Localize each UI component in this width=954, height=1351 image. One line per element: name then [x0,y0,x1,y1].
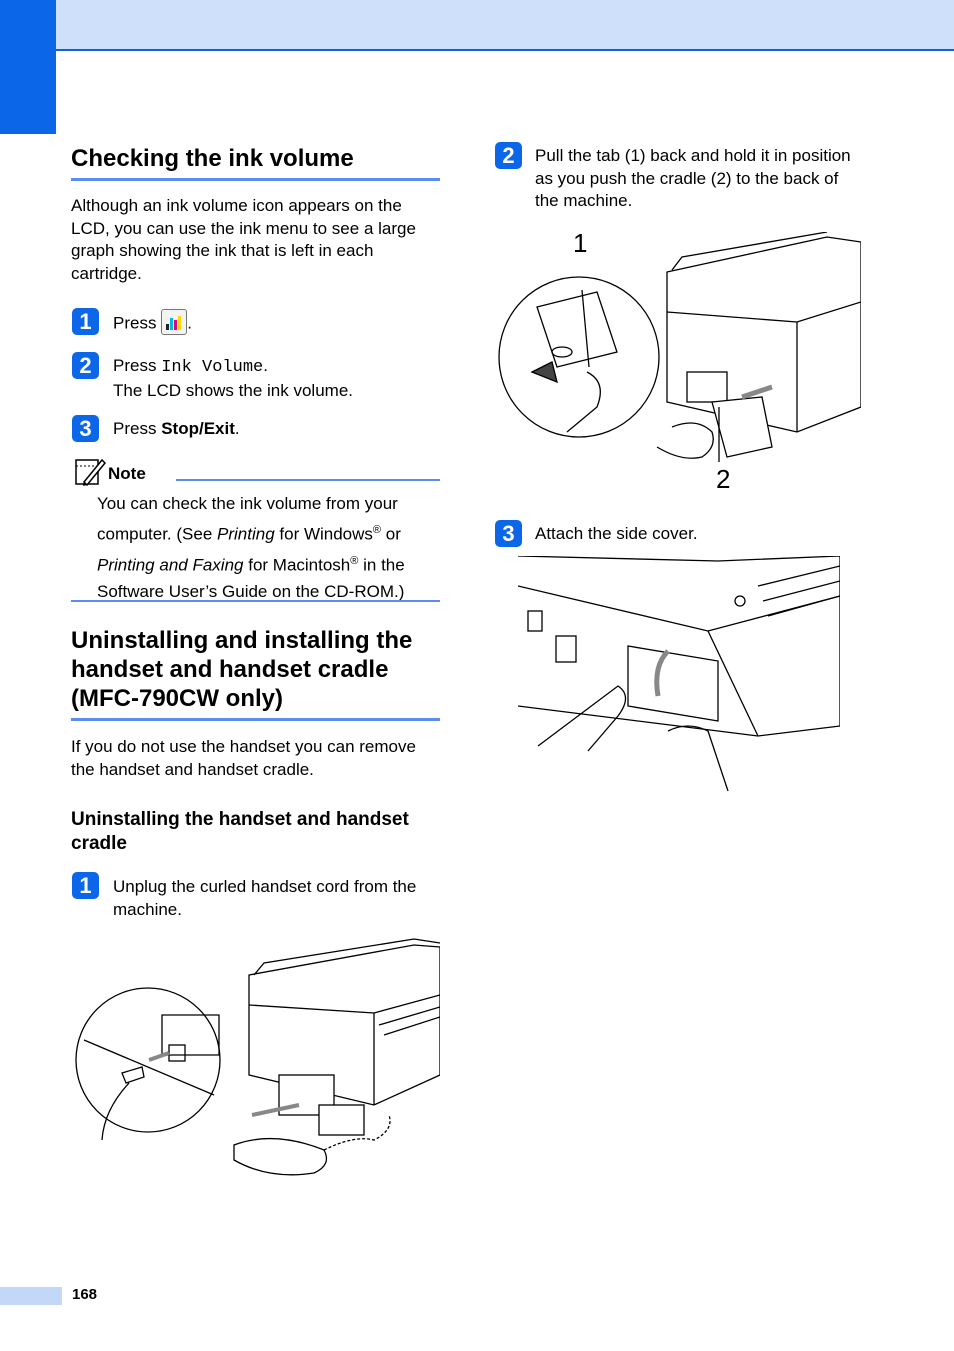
ink-volume-icon [161,309,188,335]
menu-item-ink-volume: Ink Volume [161,358,264,377]
step-text: Press [113,356,157,375]
step-result: The LCD shows the ink volume. [113,380,353,400]
note-pencil-icon [75,458,106,486]
attach-cover-step-text: Attach the side cover. [535,524,698,543]
note-end-rule [71,600,440,602]
step-number: 3 [495,520,522,547]
pull-tab-step-text: Pull the tab (1) back and hold it in pos… [535,146,851,210]
section-rule [71,178,440,181]
section-title-ink-volume: Checking the ink volume [71,145,354,172]
note-text: You can check the ink volume from your c… [97,490,442,605]
unplug-step-text: Unplug the curled handset cord from the … [113,877,417,919]
note-rule [176,479,440,481]
note-text-part: for Windows [279,524,373,544]
step-2-text: Press Ink Volume. The LCD shows the ink … [113,355,443,402]
key-stop-exit: Stop/Exit [161,419,235,438]
note-text-part: for Macintosh [248,555,351,575]
pull-tab-illustration [498,232,861,462]
section-rule [71,718,440,721]
step-1-text: Press . [113,309,443,337]
step-text-end: . [234,419,240,438]
step-text-end: . [187,313,192,333]
step-number: 1 [72,872,99,899]
guide-reference: Printing [217,524,275,544]
step-number: 3 [72,415,99,442]
ink-volume-intro: Although an ink volume icon appears on t… [71,196,416,283]
registered-mark: ® [372,524,382,536]
step-text-end: . [263,356,268,375]
step-text: Press [113,419,157,438]
note-text-part: in the Software User’s Guide on the CD-R… [97,555,405,602]
subsection-title: Uninstalling the handset and handset cra… [71,809,409,854]
handset-intro: If you do not use the handset you can re… [71,737,416,779]
step-number: 1 [72,308,99,335]
note-label: Note [108,464,146,483]
page-header-band [0,0,954,51]
note-text-part: You can check the ink volume from your c… [97,494,398,544]
callout-1: 1 [573,228,588,258]
step-number: 2 [72,352,99,379]
chapter-tab [0,0,56,134]
step-3-text: Press Stop/Exit. [113,418,443,441]
note-text-part: or [385,524,401,544]
page-number: 168 [72,1286,98,1303]
unplug-cord-illustration [75,938,440,1176]
step-number: 2 [495,142,522,169]
attach-side-cover-illustration [518,556,840,791]
callout-2: 2 [716,464,731,494]
page-number-band [0,1287,62,1305]
guide-reference: Printing and Faxing [97,555,244,575]
registered-mark: ® [350,554,359,567]
step-text: Press [113,313,157,333]
section-title-handset: Uninstalling and installing the handset … [71,627,413,712]
